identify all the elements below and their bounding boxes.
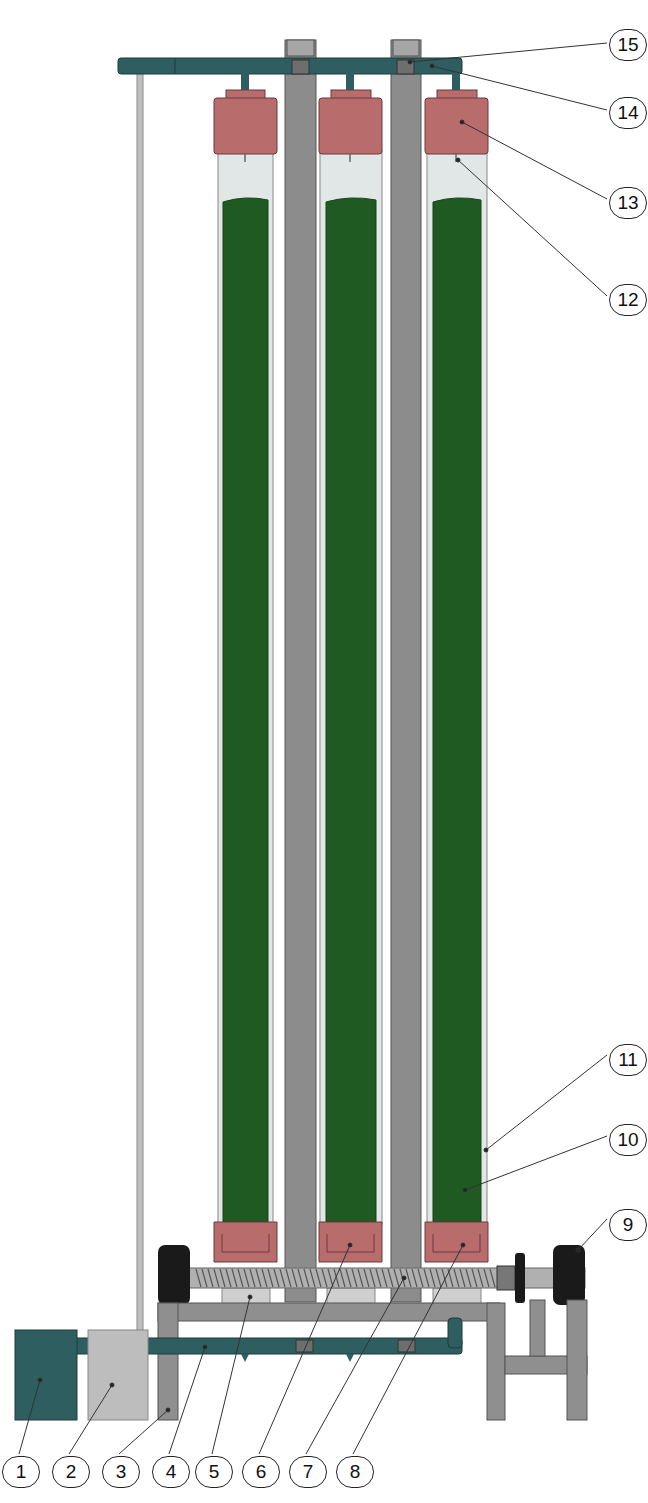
callout-number: 6 [242, 1456, 280, 1488]
column-cap [287, 40, 314, 56]
nozzle [241, 1354, 354, 1362]
callout-number: 9 [609, 1209, 647, 1241]
column [391, 40, 421, 1302]
frame [158, 1300, 587, 1420]
callout-number: 11 [609, 1044, 647, 1076]
tube [214, 90, 277, 1304]
callout-number: 13 [609, 187, 647, 219]
handwheel [553, 1245, 585, 1305]
callout-number: 15 [609, 29, 647, 61]
column-cap [393, 40, 419, 56]
handwheel [158, 1245, 190, 1305]
callout-number: 2 [52, 1456, 90, 1488]
pipe-clamp [292, 60, 309, 74]
nut [497, 1266, 515, 1290]
callout-number: 5 [195, 1456, 233, 1488]
support-rod [137, 72, 143, 1340]
disc [515, 1253, 525, 1303]
column [285, 40, 316, 1302]
callout-number: 7 [289, 1456, 327, 1488]
pipe-clamp [397, 60, 414, 74]
callout-number: 1 [2, 1456, 40, 1488]
tube [425, 90, 488, 1304]
top-pipe [118, 58, 462, 74]
leader-line [19, 43, 607, 1454]
callout-number: 10 [609, 1124, 647, 1156]
tube [319, 90, 382, 1304]
pump [15, 1330, 77, 1420]
reservoir [88, 1330, 148, 1420]
pipe-joint [175, 58, 176, 74]
callout-number: 12 [609, 284, 647, 316]
callout-number: 3 [102, 1456, 140, 1488]
callout-number: 8 [336, 1456, 374, 1488]
pipe-elbow [448, 1318, 462, 1348]
worm-thread [196, 1269, 495, 1287]
callout-number: 4 [152, 1456, 190, 1488]
callout-number: 14 [609, 97, 647, 129]
